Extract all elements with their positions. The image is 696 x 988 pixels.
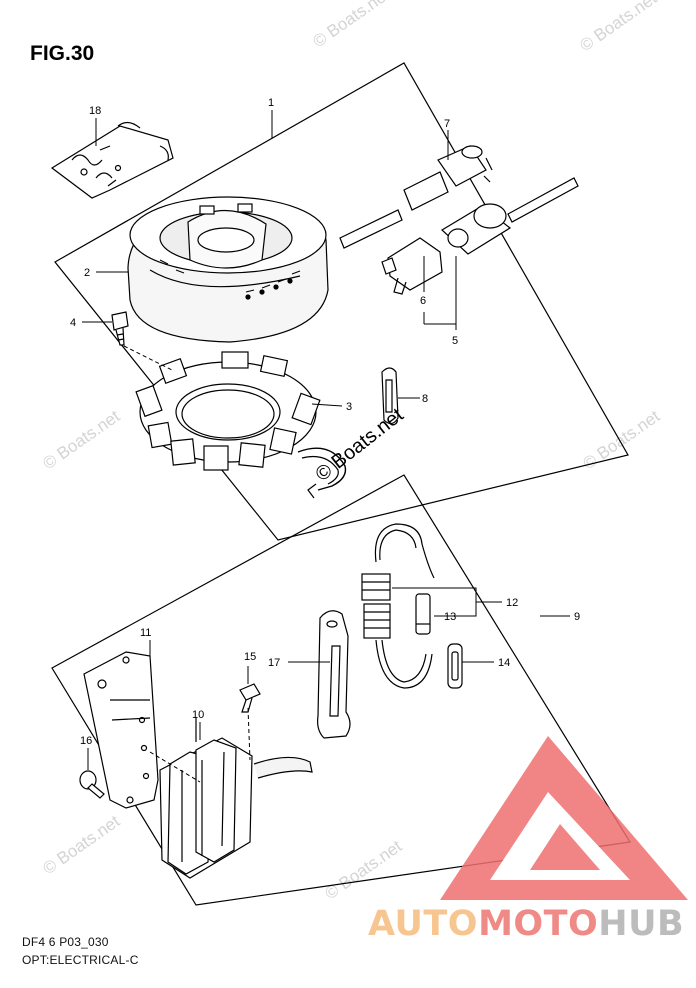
stud-16 [79, 770, 105, 799]
clamp-8 [381, 367, 399, 425]
callout-12: 12 [506, 597, 518, 609]
callout-2: 2 [84, 267, 90, 279]
callout-17: 17 [268, 657, 280, 669]
watermark-text: © Boats.net [321, 836, 405, 903]
callout-11: 11 [140, 627, 151, 639]
parts-bag-18 [50, 121, 174, 199]
rectifier-10 [159, 718, 313, 879]
section-name: OPT:ELECTRICAL-C [22, 953, 139, 967]
mounting-plate-11 [83, 651, 159, 809]
connector-6 [381, 237, 443, 295]
brand-part-2: MOTO [478, 904, 599, 944]
watermark-text: © Boats.net [309, 0, 393, 51]
bracket-17 [317, 610, 351, 739]
brand-part-1: AUTO [368, 904, 479, 944]
brand-part-3: HUB [598, 904, 685, 944]
callout-9: 9 [574, 611, 580, 623]
callout-3: 3 [346, 401, 352, 413]
stator-3 [135, 351, 347, 499]
center-watermark: © Boats.net [312, 404, 408, 486]
fuse-13 [415, 593, 431, 635]
figure-title: FIG.30 [30, 42, 95, 65]
bolt-4 [111, 311, 129, 346]
connector-5 [441, 177, 579, 255]
model-code: DF4 6 P03_030 [22, 935, 109, 949]
watermark-text: © Boats.net [39, 811, 123, 878]
callout-18: 18 [89, 105, 101, 117]
callout-8: 8 [422, 393, 428, 405]
callout-6: 6 [420, 295, 426, 307]
callout-labels: 1 18 7 2 4 6 5 8 3 12 9 13 11 15 17 14 1… [70, 97, 580, 747]
brand-logo-icon [440, 736, 688, 900]
leader-lines [82, 110, 570, 783]
callout-4: 4 [70, 317, 76, 329]
callout-16: 16 [80, 735, 92, 747]
callout-14: 14 [498, 657, 510, 669]
brand-wordmark: AUTOMOTOHUB [368, 904, 684, 944]
connector-7 [339, 145, 493, 249]
callout-13: 13 [444, 611, 456, 623]
callout-7: 7 [444, 118, 450, 130]
callout-1: 1 [268, 97, 274, 109]
callout-15: 15 [244, 651, 256, 663]
screw-15 [239, 683, 261, 713]
watermark-text: © Boats.net [576, 0, 660, 55]
callout-10: 10 [192, 709, 204, 721]
fuse-holder-12 [361, 523, 435, 689]
clip-14 [447, 643, 463, 689]
flywheel-rotor-2 [127, 196, 329, 343]
callout-5: 5 [452, 335, 458, 347]
watermark-text: © Boats.net [39, 406, 123, 473]
